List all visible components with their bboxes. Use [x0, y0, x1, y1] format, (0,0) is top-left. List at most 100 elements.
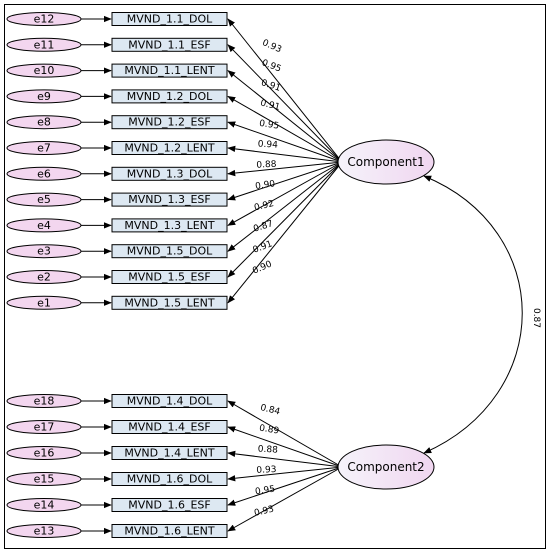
error-node: [6, 472, 82, 486]
loading-path: [227, 161, 343, 304]
indicator-box: [111, 141, 228, 155]
loading-label: 0.90: [255, 179, 277, 192]
loading-path: [227, 161, 343, 201]
error-label: e5: [37, 193, 51, 206]
loading-path: [227, 450, 343, 468]
loading-path: [227, 161, 343, 226]
loading-path: [227, 18, 343, 163]
indicator-label: MVND_1.1_LENT: [124, 64, 215, 77]
loading-path: [227, 161, 343, 278]
path-links: [81, 15, 523, 535]
error-node: [6, 141, 82, 155]
indicator-label: MVND_1.4_DOL: [127, 395, 213, 408]
indicator-box: [111, 12, 228, 26]
indicator-box: [111, 63, 228, 78]
error-node: [6, 192, 82, 207]
error-node: [6, 295, 82, 310]
error-node: [6, 394, 82, 408]
error-node: [6, 498, 82, 512]
loading-label: 0.93: [253, 505, 275, 519]
error-label: e15: [34, 473, 55, 486]
error-label: e8: [37, 116, 51, 129]
factor-label: Component2: [347, 460, 424, 474]
error-label: e7: [37, 142, 51, 155]
indicator-box: [111, 192, 228, 207]
loading-label: 0.95: [258, 119, 279, 132]
indicator-label: MVND_1.6_DOL: [127, 473, 213, 486]
indicator-box: [111, 166, 228, 181]
indicator-label: MVND_1.3_LENT: [124, 219, 215, 232]
indicator-label: MVND_1.5_DOL: [127, 245, 213, 258]
indicator-label: MVND_1.6_ESF: [128, 499, 210, 512]
indicator-label: MVND_1.6_LENT: [124, 525, 215, 538]
loading-path: [227, 466, 343, 532]
error-node: [6, 420, 82, 434]
factor-label: Component1: [347, 155, 424, 169]
loading-path: [227, 426, 343, 468]
indicator-box: [111, 115, 228, 130]
error-node: [6, 115, 82, 130]
loading-label: 0.95: [255, 485, 276, 498]
error-label: e13: [34, 525, 55, 538]
error-label: e4: [37, 219, 51, 232]
indicator-label: MVND_1.3_ESF: [128, 193, 210, 206]
error-label: e11: [34, 38, 55, 51]
indicator-box: [111, 446, 228, 460]
loading-label: 0.91: [259, 98, 281, 112]
loading-label: 0.84: [259, 403, 281, 418]
error-node: [6, 89, 82, 104]
factor-node-c1: [337, 139, 435, 185]
indicator-box: [111, 420, 228, 434]
error-label: e2: [37, 271, 51, 284]
loading-path: [227, 400, 343, 468]
error-label: e12: [34, 13, 55, 26]
indicator-box: [111, 218, 228, 233]
error-node: [6, 63, 82, 78]
indicator-box: [111, 295, 228, 310]
loading-path: [227, 466, 343, 506]
error-node: [6, 244, 82, 259]
factor-node-c2: [337, 444, 435, 490]
error-label: e16: [34, 447, 55, 460]
indicator-box: [111, 37, 228, 52]
indicator-box: [111, 498, 228, 512]
loading-label: 0.88: [258, 445, 279, 456]
error-label: e10: [34, 64, 55, 77]
indicator-label: MVND_1.5_LENT: [124, 296, 215, 309]
error-label: e17: [34, 421, 55, 434]
loading-path: [227, 44, 343, 163]
loading-path: [227, 161, 343, 252]
indicator-box: [111, 472, 228, 486]
loading-label: 0.88: [256, 160, 277, 171]
indicator-box: [111, 524, 228, 538]
indicator-box: [111, 244, 228, 259]
error-label: e14: [34, 499, 55, 512]
error-label: e9: [37, 90, 51, 103]
correlation-path: [423, 175, 523, 454]
indicator-label: MVND_1.5_ESF: [128, 271, 210, 284]
correlation-label: 0.87: [531, 308, 541, 328]
error-label: e6: [37, 167, 51, 180]
indicator-label: MVND_1.4_LENT: [124, 447, 215, 460]
loading-path: [227, 145, 343, 163]
loading-path: [227, 161, 343, 177]
error-label: e3: [37, 245, 51, 258]
loading-label: 0.94: [258, 140, 279, 151]
path-nodes: [6, 12, 435, 538]
indicator-label: MVND_1.2_LENT: [124, 142, 215, 155]
error-node: [6, 12, 82, 26]
indicator-label: MVND_1.2_DOL: [127, 90, 213, 103]
loading-path: [227, 466, 343, 482]
loading-label: 0.93: [256, 465, 276, 476]
error-label: e18: [34, 395, 55, 408]
indicator-label: MVND_1.3_DOL: [127, 167, 213, 180]
loading-path: [227, 95, 343, 163]
indicator-label: MVND_1.2_ESF: [128, 116, 210, 129]
loading-label: 0.89: [258, 424, 280, 437]
error-node: [6, 446, 82, 460]
indicator-label: MVND_1.1_DOL: [127, 13, 213, 26]
indicator-box: [111, 89, 228, 104]
loading-label: 0.92: [253, 199, 275, 213]
